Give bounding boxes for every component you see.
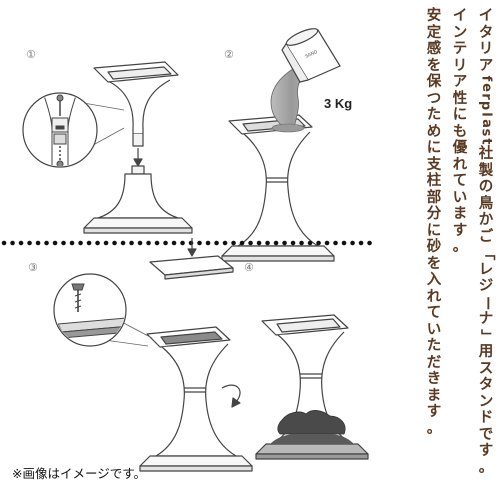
- step-4-number: ④: [244, 261, 254, 274]
- sand-fill: [270, 410, 354, 444]
- description-column-2: インテリア性にも優れています。: [452, 8, 468, 255]
- step-1-illustration: [65, 61, 193, 234]
- step-1-zoom-detail: [22, 92, 98, 168]
- step-1-number: ①: [26, 48, 36, 61]
- sand-bag: SAND: [281, 28, 341, 83]
- step-3-number: ③: [28, 261, 38, 274]
- image-note: ※画像はイメージです。: [12, 466, 146, 481]
- step-2-illustration: [221, 114, 335, 262]
- sand-pour: [270, 65, 314, 133]
- step-4-illustration: [255, 314, 369, 460]
- step-2-number: ②: [224, 48, 234, 61]
- weight-label: 3 Kg: [324, 96, 352, 111]
- description-column-3: 安定感を保つために支柱部分に砂を入れていただきます。: [426, 8, 442, 437]
- sand-bag-label: SAND: [304, 49, 319, 60]
- step-3-zoom-detail: [53, 273, 127, 347]
- step-3-illustration: [103, 238, 253, 472]
